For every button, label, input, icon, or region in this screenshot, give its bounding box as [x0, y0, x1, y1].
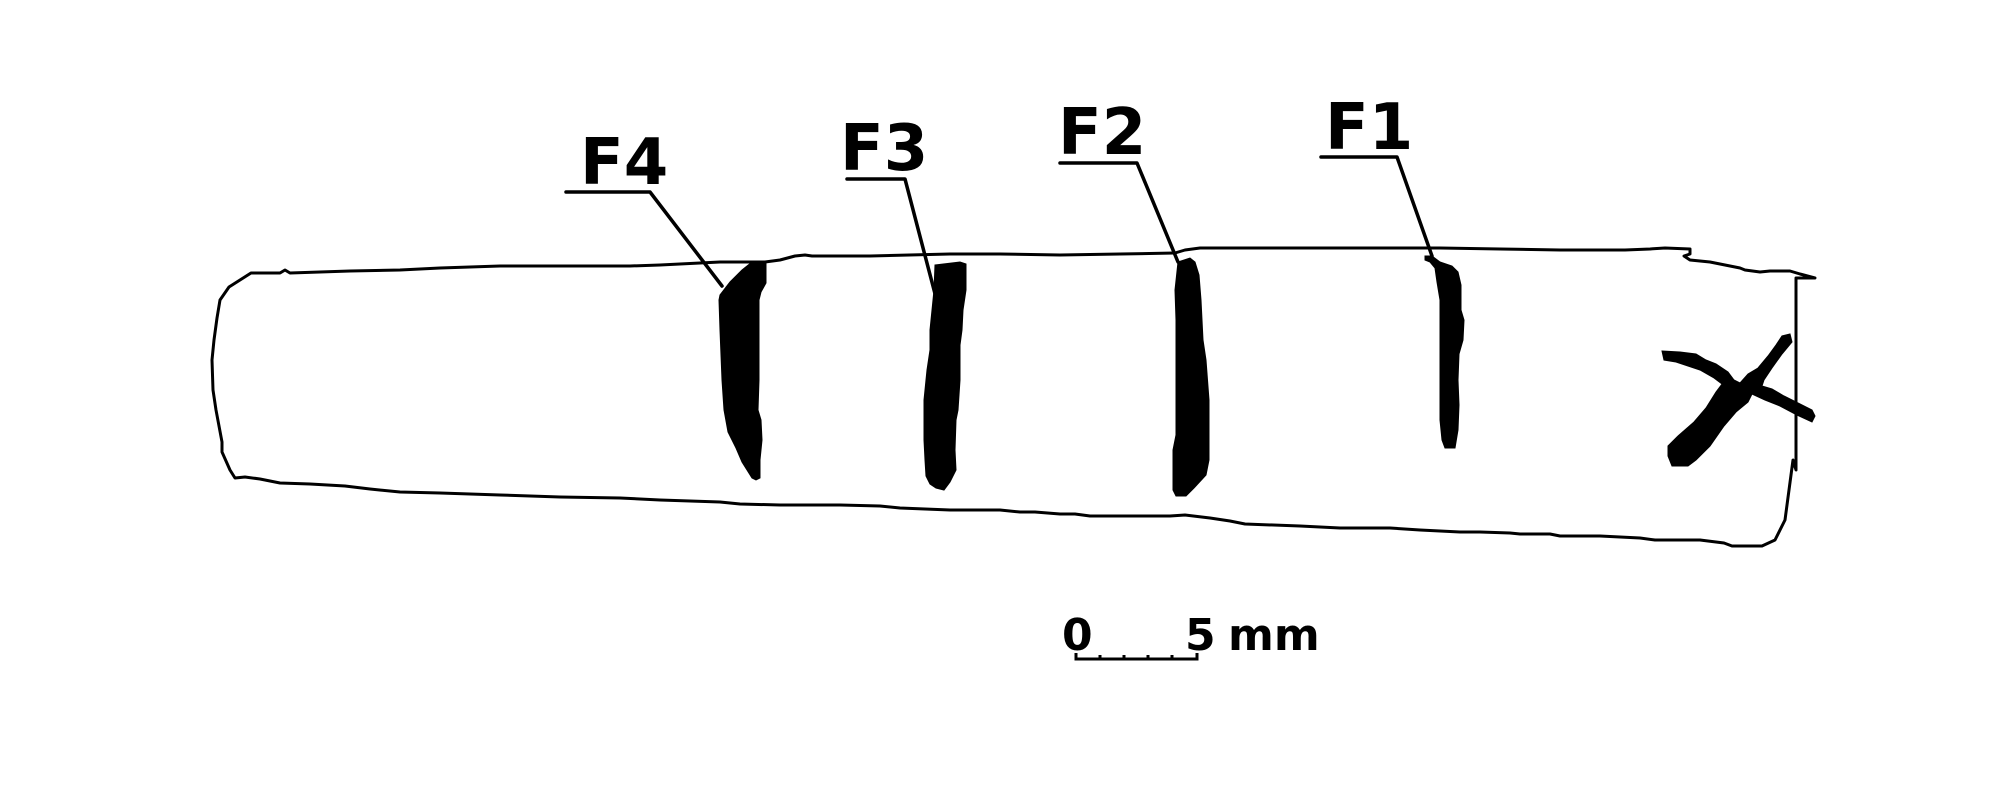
cut-mark-f1 — [1424, 255, 1465, 449]
leader-line-f2 — [1058, 161, 1180, 264]
x-mark — [1661, 333, 1816, 467]
scale-start-label: 0 — [1062, 610, 1093, 661]
scale-bar: 0 5 mm — [1062, 610, 1320, 661]
object-outline — [210, 246, 1817, 548]
leader-line-f4 — [564, 190, 724, 288]
scale-end-label: 5 — [1185, 610, 1216, 661]
leader-line-f1 — [1319, 155, 1434, 258]
leader-line-f3 — [845, 177, 947, 334]
cut-mark-f3 — [923, 261, 967, 491]
label-f2: F2 — [1058, 96, 1146, 170]
scale-unit-label: mm — [1228, 610, 1320, 661]
label-f1: F1 — [1325, 91, 1413, 165]
label-f3: F3 — [840, 112, 928, 186]
cut-mark-f2 — [1172, 257, 1210, 497]
cut-mark-f4 — [718, 261, 767, 481]
label-f4: F4 — [580, 126, 668, 200]
